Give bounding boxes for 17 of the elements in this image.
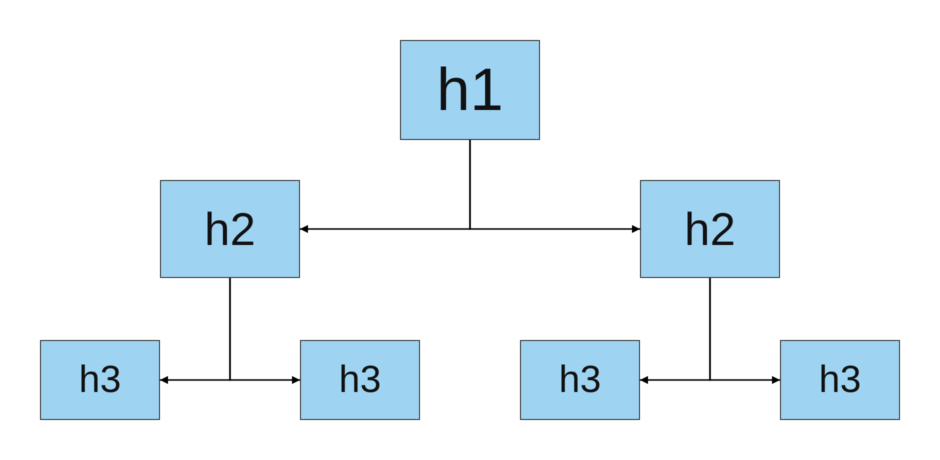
heading-box [640,180,780,278]
arrow [229,278,300,384]
heading-box [300,340,420,420]
heading-label: h2 [684,206,736,252]
arrow [469,140,640,233]
heading-label: h3 [338,361,382,399]
heading-box [520,340,640,420]
heading-label: h1 [436,60,504,120]
heading-box [780,340,900,420]
heading-label: h3 [78,361,122,399]
heading-label: h3 [558,361,602,399]
heading-box [160,180,300,278]
heading-box [400,40,540,140]
heading-label: h3 [818,361,862,399]
arrow [709,278,780,384]
heading-label: h2 [204,206,256,252]
heading-box [40,340,160,420]
